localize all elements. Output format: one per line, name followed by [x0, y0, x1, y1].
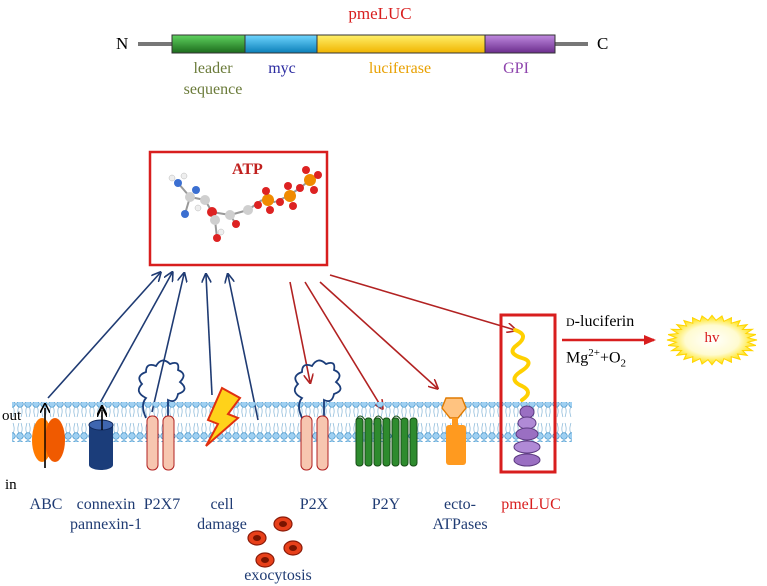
p2y-receptor: [355, 415, 418, 467]
ecto-atpase: [441, 397, 467, 465]
construct-title: pmeLUC: [348, 4, 412, 23]
abc-transporter: [32, 418, 65, 462]
domain-leader-sequence: [171, 34, 246, 54]
p2x-label: P2X: [299, 496, 329, 513]
arrow-atp-to-ecto-atpases: [319, 281, 437, 388]
arrow-p2x7-to-atp: [151, 274, 184, 413]
domain-myc: [244, 34, 318, 54]
substrate-label: D-luciferin: [566, 314, 634, 330]
c-terminus-label: C: [597, 34, 609, 53]
arrow-damage-to-atp: [206, 275, 213, 396]
cofactor-mg-charge: 2+: [588, 347, 600, 359]
ecto-label-line2: ATPases: [432, 516, 488, 533]
exocytosis-label: exocytosis: [244, 567, 312, 584]
construct-diagram: [138, 34, 588, 54]
pannexin-label: pannexin-1: [70, 516, 142, 533]
connexin-channel: [88, 419, 114, 470]
ecto-label-line1: ecto-: [444, 496, 476, 513]
substrate-prefix: D: [566, 315, 575, 329]
cell-damage-label-line2: damage: [197, 516, 247, 533]
abc-label: ABC: [29, 496, 63, 513]
outside-label: out: [2, 408, 22, 424]
p2x7-label: P2X7: [143, 496, 181, 513]
arrow-exocytosis-to-atp: [228, 275, 259, 421]
atp-box-frame: [148, 150, 329, 267]
target-arrows: [289, 274, 515, 408]
myc-label: myc: [268, 60, 296, 77]
gpi-label: GPI: [503, 60, 529, 77]
luciferase-domain-squiggle: [510, 328, 531, 402]
cofactor-oxygen-subscript: 2: [620, 357, 627, 370]
light-emission-icon: [666, 314, 758, 366]
p2x-receptor: [293, 359, 342, 471]
leader-label-line1: leader: [193, 60, 233, 77]
connexin-label: connexin: [76, 496, 136, 513]
cofactor-label: Mg2++O2: [566, 348, 626, 370]
luciferase-label: luciferase: [368, 60, 432, 77]
atp-box: [148, 150, 329, 267]
arrow-atp-to-p2x: [289, 281, 310, 382]
n-terminus-label: N: [116, 34, 129, 53]
p2x7-receptor: [137, 359, 186, 471]
leader-label-line2: sequence: [183, 81, 243, 98]
arrow-connexin-to-atp: [99, 273, 172, 404]
light-product-label: hv: [704, 330, 720, 346]
pmeluc-highlight-box: [499, 313, 557, 474]
arrow-abc-to-atp: [47, 273, 160, 399]
domain-gpi: [484, 34, 556, 54]
arrow-atp-to-pmeluc: [329, 274, 515, 330]
cofactor-mg: Mg: [566, 349, 589, 367]
arrow-atp-to-p2y: [304, 281, 382, 408]
release-arrows: [47, 273, 259, 421]
pmeluc-sensor: [499, 313, 557, 474]
substrate-name: -luciferin: [574, 313, 635, 330]
atp-atoms: [168, 166, 322, 242]
cofactor-oxygen: +O: [599, 349, 621, 367]
exocytosis-vesicles: [247, 516, 303, 568]
p2y-label: P2Y: [371, 496, 401, 513]
cell-damage-lightning-icon: [205, 386, 242, 447]
atp-label: ATP: [232, 161, 263, 178]
pmeluc-label: pmeLUC: [501, 496, 561, 513]
inside-label: in: [5, 477, 17, 493]
cell-damage-label-line1: cell: [210, 496, 234, 513]
domain-luciferase: [316, 34, 486, 54]
